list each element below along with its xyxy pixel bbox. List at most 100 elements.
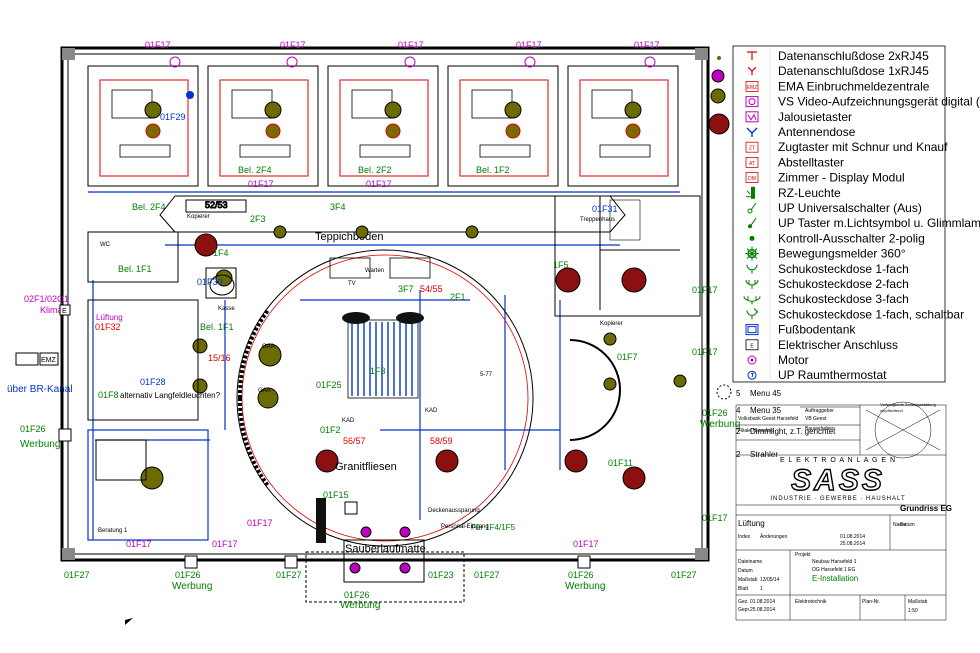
- antenna-socket-icon: [746, 127, 758, 137]
- black-fixtures: [316, 312, 424, 543]
- tb-type: E-Installation: [812, 574, 858, 583]
- brand-logo: SASS: [791, 464, 885, 497]
- legend-label: Schukosteckdose 2-fach: [778, 277, 909, 291]
- circuit-label: 01F17: [248, 179, 274, 189]
- svg-text:Elektrotechnik: Elektrotechnik: [795, 599, 827, 605]
- svg-text:01F27: 01F27: [64, 570, 90, 580]
- svg-text:Strahler: Strahler: [750, 450, 778, 459]
- legend-label: UP Taster m.Lichtsymbol u. Glimmlampe: [778, 216, 980, 230]
- svg-text:01F26: 01F26: [175, 570, 201, 580]
- svg-text:5: 5: [736, 389, 741, 398]
- room-sauberlaufmatte: Sauberlaufmatte: [345, 543, 426, 555]
- room-wc: WC: [100, 242, 111, 248]
- bel-2f2-label: Bel. 2F2: [358, 165, 392, 175]
- svg-text:01F27: 01F27: [671, 570, 697, 580]
- svg-text:Auftraggeber: Auftraggeber: [805, 408, 834, 414]
- svg-text:01F17: 01F17: [573, 539, 599, 549]
- entrance: [305, 539, 465, 603]
- svg-text:Vorbeugende Zentralgestaltung: Vorbeugende Zentralgestaltung: [880, 402, 936, 407]
- legend-row: UP Universalschalter (Aus): [747, 201, 922, 215]
- warten-area: [329, 257, 431, 399]
- room-granitfliesen: Granitfliesen: [335, 461, 397, 473]
- circuit-label: 01F17: [516, 40, 542, 50]
- svg-text:2: 2: [736, 427, 741, 436]
- legend-label: EMA Einbruchmeldezentrale: [778, 79, 930, 93]
- svg-text:Volksbank Geest Harsefeld: Volksbank Geest Harsefeld: [738, 416, 799, 422]
- legend-row: Fußbodentank: [745, 323, 856, 337]
- bel-2f4-label: Bel. 2F4: [132, 202, 166, 212]
- svg-text:Datum: Datum: [738, 568, 753, 574]
- svg-text:E: E: [62, 308, 67, 315]
- f1f4-label: 1F4: [213, 248, 229, 258]
- antenna-lamps: [194, 233, 647, 490]
- bel-2f4-label: Bel. 2F4: [238, 165, 272, 175]
- svg-text:2: 2: [736, 450, 741, 459]
- werbung-code: 01F26: [702, 408, 728, 418]
- svg-text:Filiale Harsefeld: Filiale Harsefeld: [738, 428, 774, 434]
- svg-text:verpflichtend: verpflichtend: [880, 408, 903, 413]
- legend-label: Elektrischer Anschluss: [778, 338, 898, 352]
- legend-label: Kontroll-Ausschalter 2-polig: [778, 231, 925, 245]
- svg-text:52/53: 52/53: [205, 200, 228, 210]
- svg-text:1:50: 1:50: [908, 608, 918, 614]
- svg-text:Werbung: Werbung: [172, 581, 212, 592]
- svg-text:Maßstab: Maßstab: [738, 577, 758, 583]
- room-beratung: Beratung 1: [98, 528, 128, 534]
- klima-label: Klima: [40, 305, 63, 315]
- legend-row: Antennendose: [746, 125, 856, 139]
- legend-row: Schukosteckdose 3-fach: [743, 292, 909, 306]
- magenta-lamps: [349, 526, 411, 574]
- svg-text:Gepr.: Gepr.: [738, 607, 750, 613]
- brand-top: E L E K T R O A N L A G E N: [780, 457, 896, 464]
- bel-1f2-label: Bel. 1F2: [476, 165, 510, 175]
- f2f1-label: 2F1: [450, 292, 466, 302]
- circuit-label: 01F17: [366, 179, 392, 189]
- svg-text:E: E: [750, 343, 754, 349]
- circuit-label: 01F17: [280, 40, 306, 50]
- svg-text:01.08.2014: 01.08.2014: [840, 534, 865, 540]
- legend-label: Abstelltaster: [778, 155, 844, 169]
- top-office-red-frames: [99, 79, 669, 177]
- room-teppichboden: Teppichboden: [315, 231, 384, 243]
- jalousie-taster-icon: [745, 111, 759, 123]
- central-rotunda: [236, 249, 534, 547]
- svg-text:Gez.: Gez.: [738, 599, 749, 605]
- room-display-icon: DM: [745, 172, 759, 184]
- legend-label: Jalousietaster: [778, 110, 852, 124]
- svg-text:Plan-Nr.: Plan-Nr.: [862, 599, 880, 605]
- legend-row: Datenanschlußdose 1xRJ45: [747, 64, 929, 78]
- werbung-label: Werbung: [340, 600, 380, 611]
- svg-text:01F27: 01F27: [474, 570, 500, 580]
- f3f7-label: 3F7: [398, 284, 414, 294]
- svg-text:01.08.2014: 01.08.2014: [750, 599, 775, 605]
- f58-59-label: 58/59: [430, 436, 453, 446]
- legend-row: Jalousietaster: [745, 110, 852, 124]
- room-gaa2: GAA: [258, 388, 271, 394]
- light-button-icon: [748, 217, 757, 229]
- electric-connection-icon: E: [745, 339, 759, 351]
- socket-2-icon: [745, 279, 759, 289]
- legend-label: Zugtaster mit Schnur und Knauf: [778, 140, 948, 154]
- werbung-label: Werbung: [20, 439, 60, 450]
- klima-code: 02F1/02Q1: [24, 294, 69, 304]
- f1f7-label: 01F7: [617, 352, 638, 362]
- socket-1-icon: [746, 264, 758, 274]
- circuit-label: 01F17: [692, 285, 718, 295]
- legend-label: UP Universalschalter (Aus): [778, 201, 922, 215]
- svg-text:AT: AT: [749, 161, 755, 167]
- bel-1f1-label: Bel. 1F1: [118, 264, 152, 274]
- grundriss: Grundriss EG: [900, 504, 952, 513]
- rz-light-icon: [746, 186, 755, 199]
- svg-text:Menu 45: Menu 45: [750, 389, 782, 398]
- datenanschluss-2x-icon: [747, 51, 757, 60]
- werbung-code: 01F26: [344, 590, 370, 600]
- f1f28-label: 01F28: [140, 377, 166, 387]
- floor-tank-icon: [745, 324, 759, 336]
- legend-label: Schukosteckdose 1-fach, schaltbar: [778, 307, 964, 321]
- legend-row: VS Video-Aufzeichnungsgerät digital (AD): [745, 95, 980, 109]
- datenanschluss-1x-icon: [747, 66, 757, 76]
- svg-text:ZT: ZT: [749, 146, 755, 152]
- legend-row: Schukosteckdose 1-fach, schaltbar: [746, 307, 964, 321]
- svg-text:Datum: Datum: [900, 522, 915, 528]
